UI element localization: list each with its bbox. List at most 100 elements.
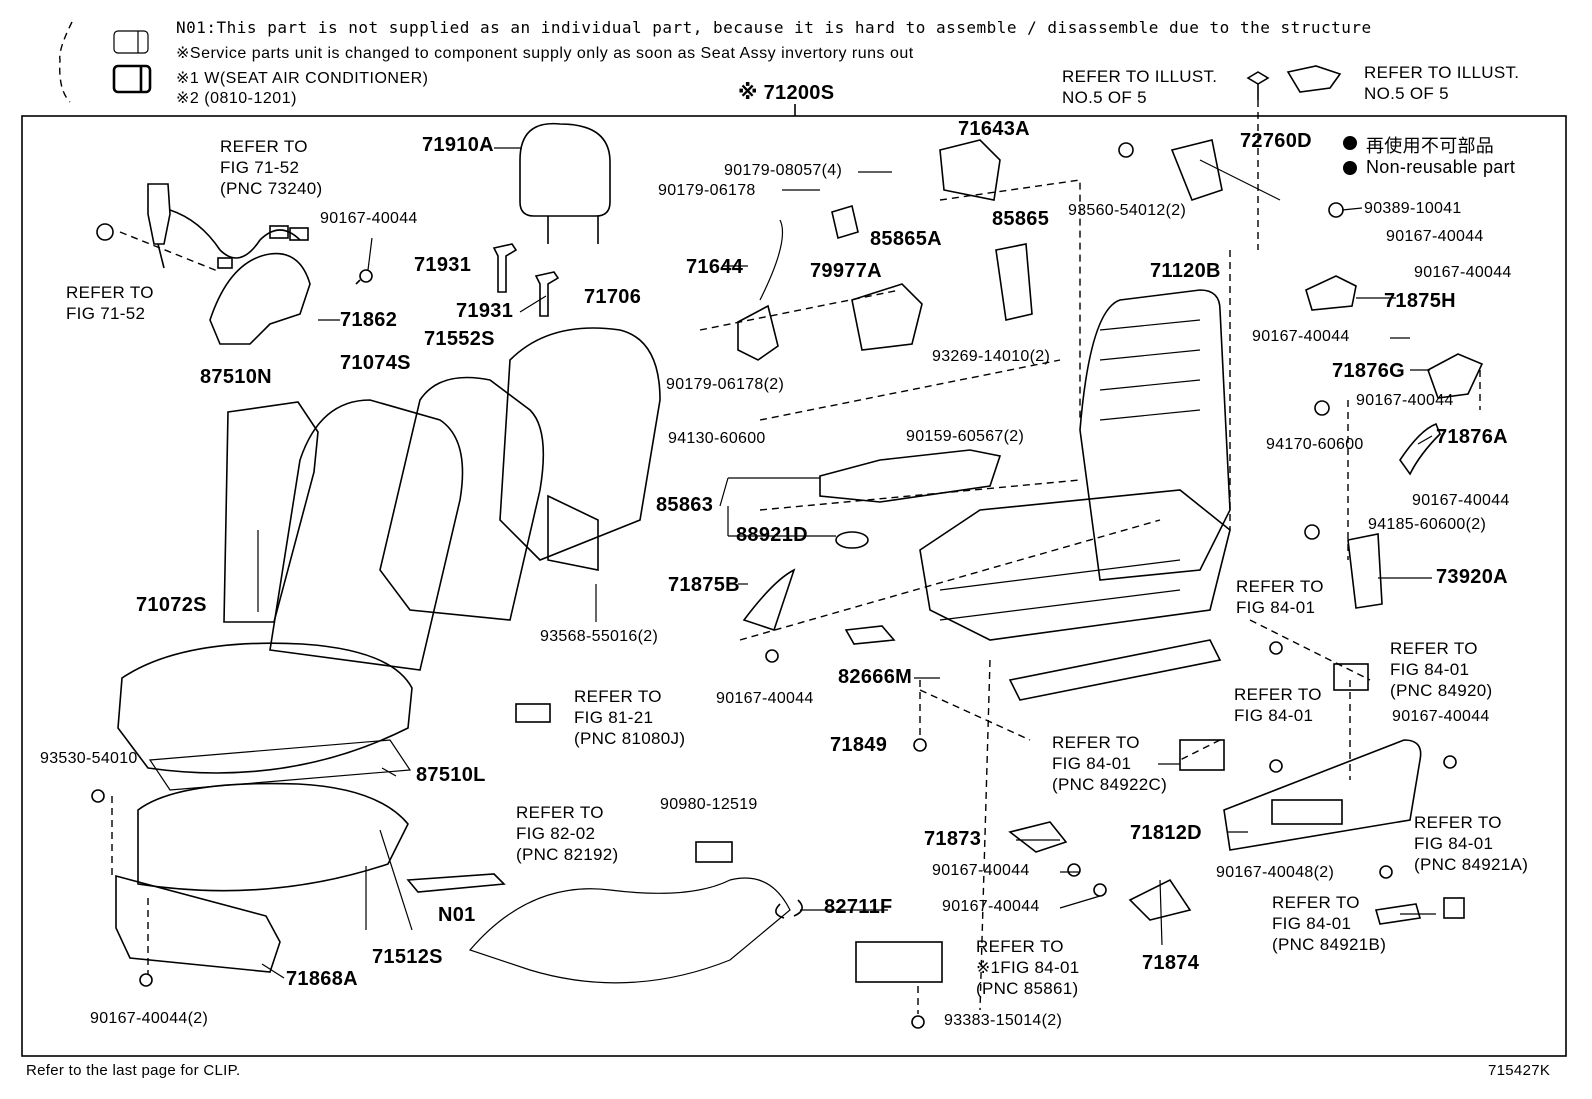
part-label[interactable]: 90389-10041 [1364, 200, 1462, 217]
legend-symbol-service [112, 64, 152, 94]
part-label[interactable]: 82666M [838, 666, 913, 688]
part-label[interactable]: 85865A [870, 228, 942, 250]
pad-71552S [379, 376, 545, 621]
figure-id: 715427K [1488, 1062, 1551, 1079]
non-reusable-dot [1343, 136, 1357, 150]
part-label[interactable]: 71868A [286, 968, 358, 990]
part-label[interactable]: 93530-54010 [40, 750, 138, 767]
part-label[interactable]: 90167-40044 [1356, 392, 1454, 409]
ref-fig-84-01-b[interactable]: REFER TO FIG 84-01 (PNC 84920) [1390, 639, 1493, 700]
ref-fig-84-01-f[interactable]: REFER TO FIG 84-01 (PNC 84921B) [1272, 893, 1387, 954]
part-label[interactable]: 90167-40044 [1252, 328, 1350, 345]
part-label[interactable]: 71074S [340, 352, 411, 374]
bolt-icon [355, 269, 373, 285]
bolt-icon-c [1067, 863, 1081, 877]
part-label[interactable]: 85865 [992, 208, 1050, 230]
bolt-icon-f [1269, 759, 1283, 773]
part-label[interactable]: 93269-14010(2) [932, 348, 1051, 365]
ref-fig-84-01-e[interactable]: REFER TO FIG 84-01 (PNC 84921A) [1414, 813, 1529, 874]
part-label[interactable]: 87510N [200, 366, 272, 388]
part-label[interactable]: 71643A [958, 118, 1030, 140]
part-label[interactable]: 90167-40044 [932, 862, 1030, 879]
part-label[interactable]: 94185-60600(2) [1368, 516, 1487, 533]
part-label[interactable]: 93560-54012(2) [1068, 202, 1187, 219]
bolt-icon-h [1379, 865, 1393, 879]
part-label[interactable]: 90167-40044 [942, 898, 1040, 915]
part-label[interactable]: 71849 [830, 734, 888, 756]
clip-82711F [775, 899, 803, 919]
part-label[interactable]: 71120B [1150, 260, 1221, 282]
part-label[interactable]: 71875B [668, 574, 740, 596]
part-label[interactable]: 73920A [1436, 566, 1508, 588]
wire-harness-82192 [468, 877, 791, 984]
part-label[interactable]: 71931 [414, 254, 472, 276]
ref-fig-84-01-d[interactable]: REFER TO FIG 84-01 (PNC 84922C) [1052, 733, 1168, 794]
nut-left-icon [96, 223, 114, 241]
diagram-frame [21, 115, 1567, 1057]
part-label[interactable]: 87510L [416, 764, 486, 786]
ref-fig-71-52-left[interactable]: REFER TO FIG 71-52 [66, 283, 154, 323]
part-label[interactable]: 79977A [810, 260, 882, 282]
legend-bracket [59, 21, 73, 103]
part-label[interactable]: 71706 [584, 286, 642, 308]
part-label[interactable]: 94130-60600 [668, 430, 766, 447]
airbag-73920A [1347, 533, 1383, 609]
bracket-top-icon [1286, 65, 1342, 93]
part-label[interactable]: 90167-40048(2) [1216, 864, 1335, 881]
ref-fig-84-01-c[interactable]: REFER TO FIG 84-01 [1234, 685, 1322, 725]
ref-fig-84-01-g[interactable]: REFER TO ※1FIG 84-01 (PNC 85861) [976, 937, 1080, 998]
part-label[interactable]: 71862 [340, 309, 398, 331]
part-label[interactable]: 72760D [1240, 130, 1312, 152]
part-label[interactable]: 90167-40044(2) [90, 1010, 209, 1027]
part-label[interactable]: 71876G [1332, 360, 1405, 382]
heater-87510L [148, 739, 412, 791]
part-label[interactable]: 71874 [1142, 952, 1200, 974]
part-label[interactable]: 90179-06178 [658, 182, 756, 199]
part-label[interactable]: 90167-40044 [1414, 264, 1512, 281]
ref-fig-84-01-a[interactable]: REFER TO FIG 84-01 [1236, 577, 1324, 617]
part-label[interactable]: 71512S [372, 946, 443, 968]
part-label[interactable]: 90167-40044 [716, 690, 814, 707]
part-label[interactable]: 71873 [924, 828, 982, 850]
sensor-71644 [737, 304, 779, 361]
ref-fig-82-02[interactable]: REFER TO FIG 82-02 (PNC 82192) [516, 803, 619, 864]
refer-illust-right: REFER TO ILLUST. NO.5 OF 5 [1364, 63, 1520, 103]
part-label[interactable]: 71875H [1384, 290, 1456, 312]
cover-71876G [1427, 353, 1484, 399]
part-label[interactable]: 71552S [424, 328, 495, 350]
nut-90389 [1328, 202, 1344, 218]
part-label[interactable]: 90179-06178(2) [666, 376, 785, 393]
part-label[interactable]: 82711F [824, 896, 893, 918]
part-label[interactable]: 90179-08057(4) [724, 162, 843, 179]
part-label[interactable]: 90167-40044 [1392, 708, 1490, 725]
bolt-icon-e [1269, 641, 1283, 655]
part-label[interactable]: 90167-40044 [1386, 228, 1484, 245]
part-label[interactable]: 85863 [656, 494, 714, 516]
part-label[interactable]: 90980-12519 [660, 796, 758, 813]
non-reusable-en: Non-reusable part [1366, 157, 1516, 177]
ref-fig-71-52-top[interactable]: REFER TO FIG 71-52 (PNC 73240) [220, 137, 323, 198]
part-label[interactable]: 93383-15014(2) [944, 1012, 1063, 1029]
part-label[interactable]: 71931 [456, 300, 514, 322]
part-label[interactable]: 71910A [422, 134, 494, 156]
part-label[interactable]: N01 [438, 904, 476, 926]
knob-84921B [1374, 903, 1422, 925]
part-label[interactable]: 88921D [736, 524, 808, 546]
frame-71120B-back [1079, 289, 1231, 581]
assembly-label: ※ 71200S [738, 82, 835, 104]
ref-fig-81-21[interactable]: REFER TO FIG 81-21 (PNC 81080J) [574, 687, 686, 748]
part-label[interactable]: 90167-40044 [320, 210, 418, 227]
part-label[interactable]: 93568-55016(2) [540, 628, 659, 645]
switch-84922C [1179, 739, 1225, 771]
shield-71868A [115, 874, 281, 973]
part-label[interactable]: 71072S [136, 594, 207, 616]
part-label[interactable]: 94170-60600 [1266, 436, 1364, 453]
part-label[interactable]: 71812D [1130, 822, 1202, 844]
legend-service: ※Service parts unit is changed to compon… [176, 45, 914, 62]
part-label[interactable]: 90167-40044 [1412, 492, 1510, 509]
switch-84920 [1333, 663, 1369, 691]
part-label[interactable]: 71876A [1436, 426, 1508, 448]
part-label[interactable]: 71644 [686, 256, 744, 278]
part-label[interactable]: 90159-60567(2) [906, 428, 1025, 445]
